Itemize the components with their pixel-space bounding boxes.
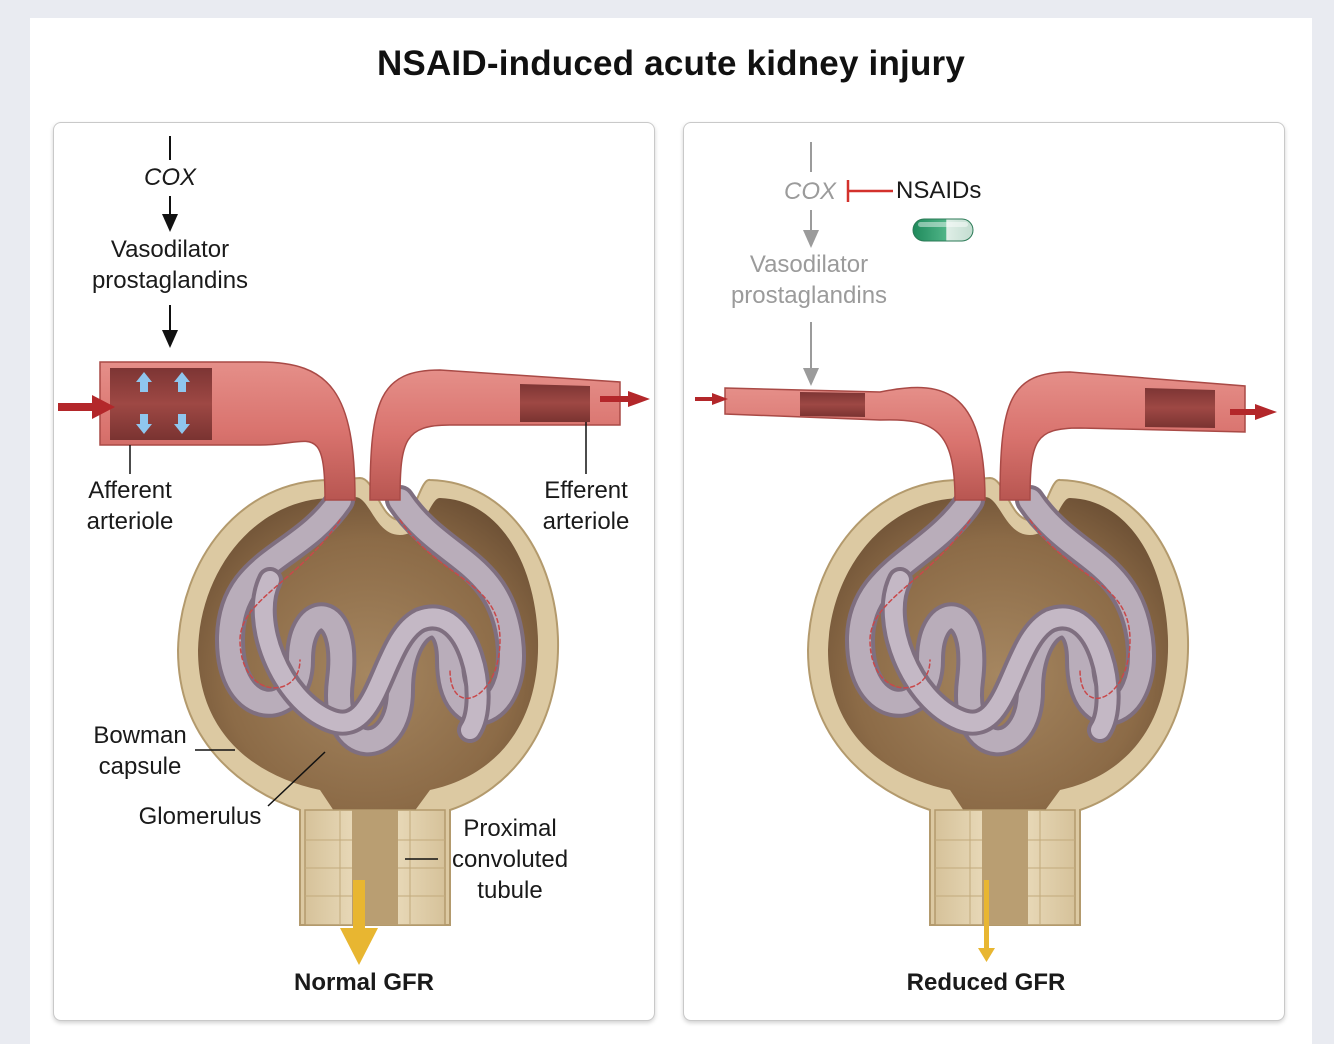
normal-gfr-label: Normal GFR [264,967,464,998]
pct-label-2: convoluted [430,844,590,875]
efferent-arteriole-label-1: Efferent [516,475,656,506]
pct-label-3: tubule [430,875,590,906]
vasodilator-label-left-1: Vasodilator [70,234,270,265]
pct-label-1: Proximal [430,813,590,844]
efferent-arteriole-right [1000,372,1245,500]
glomerulus-label: Glomerulus [120,801,280,832]
nsaids-label: NSAIDs [896,175,1000,206]
bowman-capsule-label-1: Bowman [70,720,210,751]
vasodilator-label-right-2: prostaglandins [709,280,909,311]
afferent-arteriole-label-2: arteriole [60,506,200,537]
cox-label-right: COX [770,176,850,207]
cox-label-left: COX [128,162,212,193]
nsaid-inhibition-bar [848,180,893,202]
reduced-gfr-label: Reduced GFR [876,967,1096,998]
efferent-arteriole-label-2: arteriole [516,506,656,537]
bowman-capsule-label-2: capsule [70,751,210,782]
vasodilator-label-right-1: Vasodilator [709,249,909,280]
vasodilator-label-left-2: prostaglandins [70,265,270,296]
pill-icon [913,219,973,241]
afferent-arteriole-label-1: Afferent [60,475,200,506]
